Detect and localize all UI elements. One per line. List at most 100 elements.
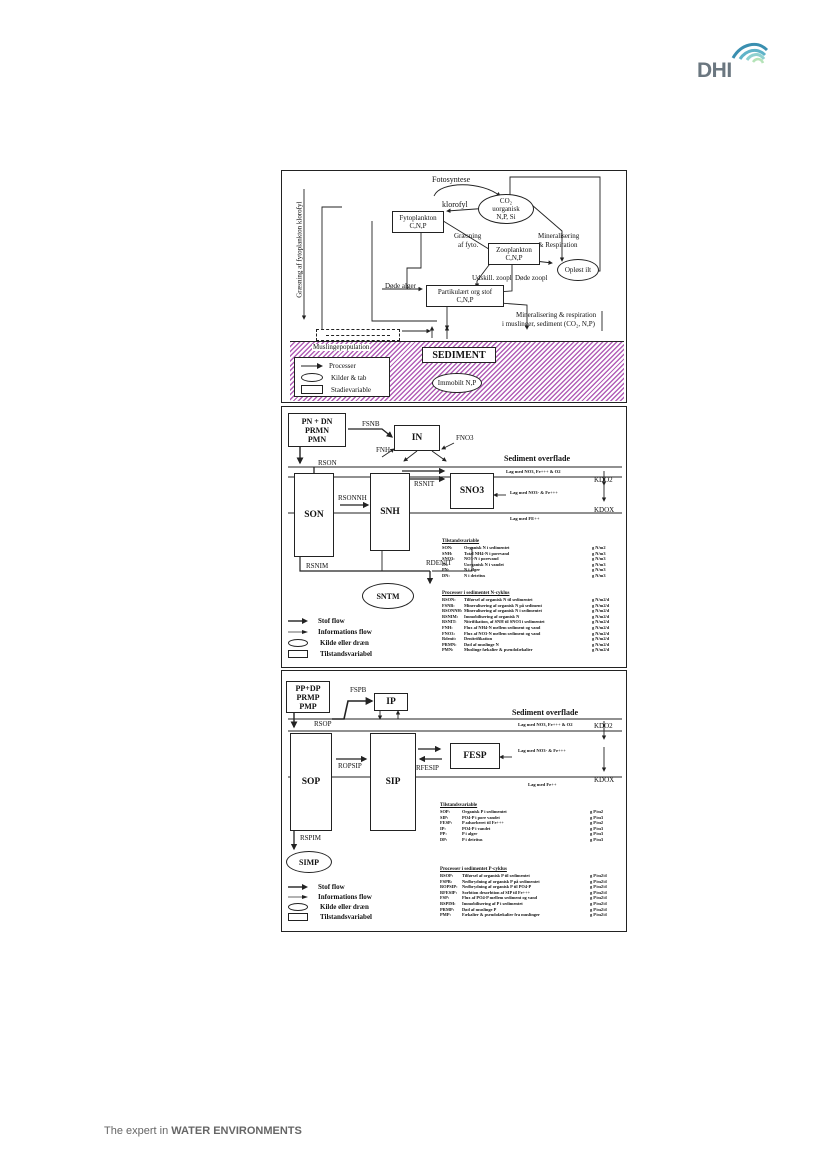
n-process-description: Denitrifikation bbox=[464, 636, 493, 642]
p-state-code: SOP: bbox=[440, 809, 451, 814]
p-process-description: Sorbtion desorbtion af SIP til Fe+++ bbox=[462, 889, 531, 895]
simp-label: SIMP bbox=[299, 857, 319, 867]
sed-overflade-label-p: Sediment overflade bbox=[512, 708, 578, 717]
p-process-description: Flux af PO4-P mellem sediment og vand bbox=[462, 895, 538, 901]
n-state-code: SNH: bbox=[442, 550, 453, 556]
footer-tagline-prefix: The expert in bbox=[104, 1125, 172, 1137]
p-state-table: Tilstandsvariable SOP:Organisk P i sedim… bbox=[440, 803, 620, 843]
n-process-description: Flux af NH4-N mellem sediment og vand bbox=[464, 624, 541, 630]
pn-dn-line3: PMN bbox=[307, 434, 327, 444]
n-process-description: Nitrifikation, af SNH til SNO3 i sedimen… bbox=[464, 619, 545, 625]
p-process-row: PMP:Fækalier & pseudofækalier fra muslin… bbox=[440, 912, 620, 918]
klorofyl-label: klorofyl bbox=[442, 200, 468, 209]
fsnb-label: FSNB bbox=[362, 420, 380, 428]
n-state-title: Tilstandsvariable bbox=[442, 539, 480, 544]
legend1-stadie: Stadievariable bbox=[301, 385, 371, 394]
legend3-kilde: Kilde eller dræn bbox=[288, 903, 369, 911]
p-state-code: PP: bbox=[440, 831, 447, 837]
rsnit-label: RSNIT bbox=[414, 480, 435, 488]
n-process-row: RSONNH:Mineralisering af organisk N i se… bbox=[442, 608, 622, 614]
n-state-description: Uorganisk N i vandet bbox=[464, 561, 504, 567]
p-process-description: Død af muslinge P bbox=[462, 906, 497, 912]
n-process-row: FNO3:Flux af NO3-N mellem sediment og va… bbox=[442, 631, 622, 637]
p-process-row: FSP:Flux af PO4-P mellem sediment og van… bbox=[440, 895, 620, 901]
n-process-row: RSON:Tilførsel af organisk N til sedimen… bbox=[442, 597, 622, 603]
sntm-ellipse: SNTM bbox=[362, 583, 414, 609]
p-process-description: Nedbrydning af organisk P på sedimentet bbox=[462, 878, 540, 884]
zooplankton-box: Zooplankton C,N,P bbox=[488, 243, 540, 265]
dhi-logo: DHI bbox=[693, 38, 773, 84]
muslinge-dash-line bbox=[326, 335, 390, 336]
sntm-label: SNTM bbox=[376, 591, 400, 601]
p-process-description: Tilførsel af organisk P til sedimentet bbox=[462, 873, 530, 878]
nitrogen-cycle-diagram: PN + DN PRMN PMN FSNB IN FNO3 FNH RSON S… bbox=[281, 406, 627, 668]
son-box: SON bbox=[294, 473, 334, 557]
fotosyntese-label: Fotosyntese bbox=[432, 175, 471, 184]
n-state-unit: g N/m3 bbox=[592, 556, 606, 562]
n-process-code: PRMN: bbox=[442, 641, 457, 647]
ropsip-label: ROPSIP bbox=[338, 762, 362, 770]
n-state-description: N i detritus bbox=[464, 572, 486, 578]
mineral-sediment-label-2: i muslinger, sediment (CO₂, N,P) bbox=[502, 320, 595, 328]
rson-label: RSON bbox=[318, 459, 337, 467]
immobilt-label: Immobilt N,P bbox=[437, 379, 477, 387]
grasning-vertical-label: Græsning af fytoplankton klorofyl bbox=[295, 201, 304, 298]
fspb-label: FSPB bbox=[350, 686, 367, 694]
lag-fe-label-n: Lag med FE++ bbox=[510, 516, 540, 521]
legend3-kilde-label: Kilde eller dræn bbox=[320, 903, 369, 911]
n-process-unit: g N/m2/d bbox=[592, 636, 610, 642]
p-state-description: Organisk P i sedimentet bbox=[462, 809, 507, 814]
n-state-code: IN: bbox=[442, 561, 449, 567]
co2-line1: CO₂ bbox=[499, 197, 513, 205]
co2-ellipse: CO₂ uorganisk N,P, Si bbox=[478, 194, 534, 224]
arrow-icon bbox=[301, 363, 323, 369]
n-state-description: N i alger bbox=[464, 567, 481, 573]
n-process-row: RSNIT:Nitrifikation, af SNH til SNO3 i s… bbox=[442, 619, 622, 625]
pp-dp-line3: PMP bbox=[299, 701, 317, 711]
p-process-title: Processer i sedimentet P-cyklus bbox=[440, 867, 507, 872]
n-state-table: Tilstandsvariable SON:Organisk N i sedim… bbox=[442, 539, 622, 579]
kdox-label-p: KDOX bbox=[594, 776, 615, 784]
n-process-unit: g N/m2/d bbox=[592, 613, 610, 619]
phosphorus-cycle-diagram: PP+DP PRMP PMP FSPB IP RSOP Sediment ove… bbox=[281, 670, 627, 932]
ellipse-icon bbox=[288, 639, 308, 647]
mineral-sediment-label-1: Mineralisering & respiration bbox=[516, 311, 597, 319]
p-state-description: P i alger bbox=[462, 831, 478, 837]
grasning-label-2: af fyto. bbox=[458, 241, 479, 249]
fytoplankton-box: Fytoplankton C,N,P bbox=[392, 211, 444, 233]
p-process-row: RSOP:Tilførsel af organisk P til sedimen… bbox=[440, 873, 620, 879]
fno3-label: FNO3 bbox=[456, 434, 474, 442]
rectangle-icon bbox=[288, 650, 308, 658]
dhi-wave-icon bbox=[731, 42, 769, 64]
n-process-unit: g N/m2/d bbox=[592, 641, 610, 647]
n-state-unit: g N/m2 bbox=[592, 545, 606, 550]
p-state-unit: g P/m2 bbox=[590, 820, 604, 826]
lag-no3-o2-label-n: Lag med NO3, Fe+++ & O2 bbox=[506, 469, 561, 474]
sop-label: SOP bbox=[301, 777, 321, 787]
p-process-unit: g P/m2/d bbox=[590, 873, 607, 878]
n-process-unit: g N/m2/d bbox=[592, 608, 610, 614]
legend2-info-label: Informations flow bbox=[318, 628, 372, 636]
legend1-kilder-label: Kilder & tab bbox=[331, 373, 367, 382]
sno3-label: SNO3 bbox=[459, 486, 485, 496]
ellipse-icon bbox=[288, 903, 308, 911]
lag-no3-o2-label-p: Lag med NO3, Fe+++ & O2 bbox=[518, 722, 573, 727]
grasning-label-1: Græsning bbox=[454, 232, 482, 240]
muslinge-label: Muslingepopulation bbox=[312, 343, 371, 352]
sediment-box: SEDIMENT bbox=[422, 347, 496, 363]
n-process-code: RSON: bbox=[442, 597, 456, 602]
legend3-info: Informations flow bbox=[288, 893, 372, 901]
n-process-code: FNH: bbox=[442, 624, 453, 630]
legend3-stof-label: Stof flow bbox=[318, 883, 345, 891]
p-process-code: PRMP: bbox=[440, 906, 455, 912]
p-process-unit: g P/m2/d bbox=[590, 895, 607, 901]
pn-dn-line1: PN + DN bbox=[301, 416, 333, 426]
sop-box: SOP bbox=[290, 733, 332, 831]
rsonnh-label: RSONNH bbox=[338, 494, 367, 502]
